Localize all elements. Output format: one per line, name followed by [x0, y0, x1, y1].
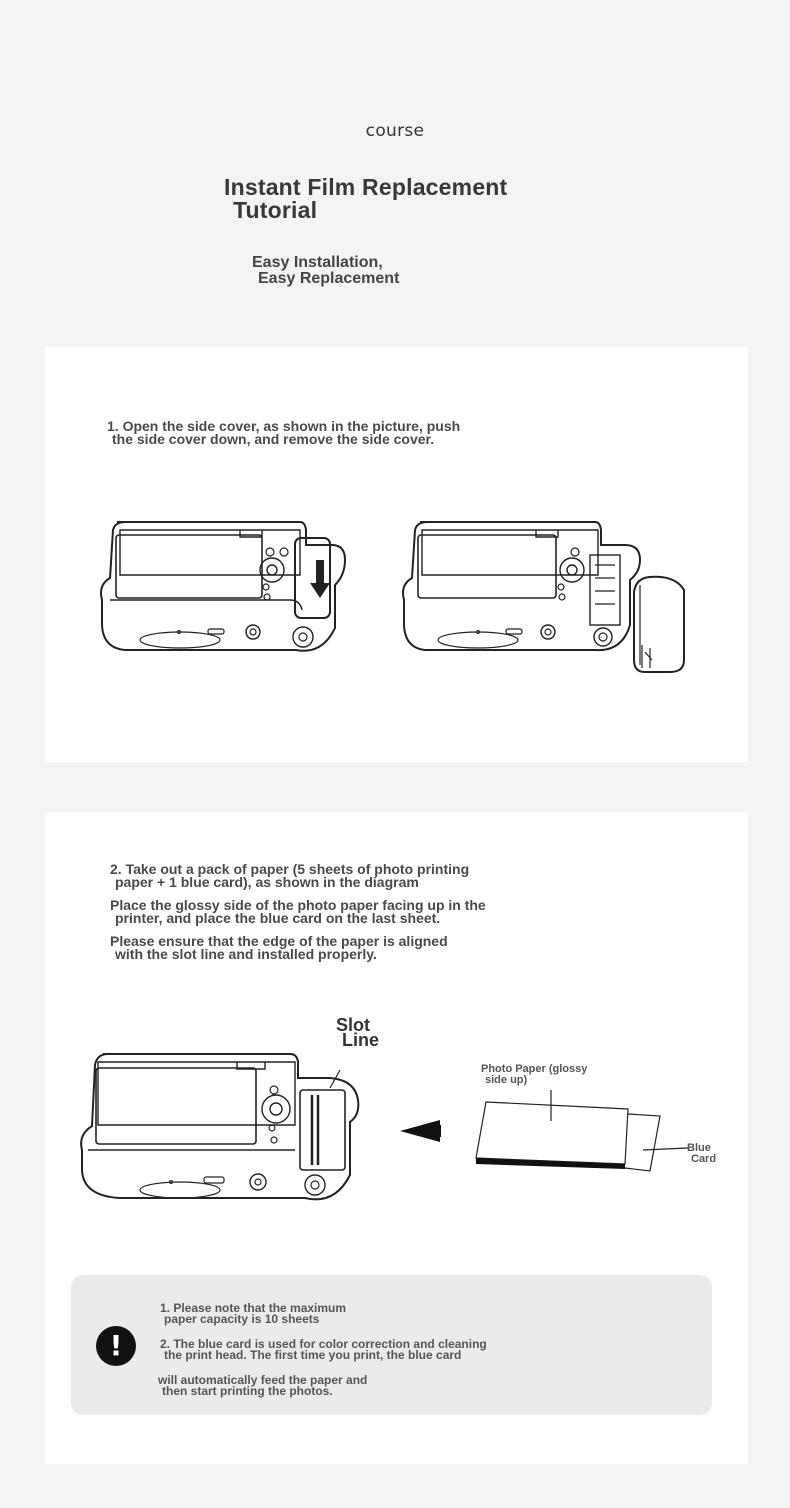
step-2-paragraph-2: Place the glossy side of the photo paper…: [110, 897, 486, 926]
step-2-p1-line-2: paper + 1 blue card), as shown in the di…: [115, 874, 419, 890]
exclamation-icon: !: [96, 1326, 136, 1366]
blue-card-line-2: Card: [691, 1153, 717, 1165]
note-3: will automatically feed the paper and th…: [158, 1373, 368, 1398]
page-title: Instant Film Replacement Tutorial: [224, 176, 507, 222]
blue-card-label: Blue Card: [687, 1143, 716, 1165]
notes-box: [71, 1275, 712, 1415]
slot-label-line-2: Line: [342, 1030, 380, 1050]
note-2-line-1: 2. The blue card is used for color corre…: [160, 1337, 487, 1351]
note-3-line-2: then start printing the photos.: [162, 1384, 333, 1398]
step-2-p3-line-2: with the slot line and installed properl…: [115, 946, 377, 962]
step-2-p2-line-1: Place the glossy side of the photo paper…: [110, 897, 486, 913]
step-2-paragraph-3: Please ensure that the edge of the paper…: [110, 933, 448, 962]
title-line-2: Tutorial: [233, 197, 318, 223]
title-line-1: Instant Film Replacement: [224, 174, 508, 200]
blue-card-line-1: Blue: [687, 1142, 711, 1154]
step-2-p2-line-2: printer, and place the blue card on the …: [115, 910, 441, 926]
step-2-p3-line-1: Please ensure that the edge of the paper…: [110, 933, 448, 949]
page-subtitle: Easy Installation, Easy Replacement: [252, 255, 399, 287]
course-label: course: [365, 121, 425, 141]
photo-paper-line-1: Photo Paper (glossy: [481, 1063, 588, 1075]
step-2-paragraph-1: 2. Take out a pack of paper (5 sheets of…: [110, 861, 470, 890]
step-1-text: 1. Open the side cover, as shown in the …: [107, 418, 461, 447]
subtitle-line-2: Easy Replacement: [258, 270, 400, 287]
note-1: 1. Please note that the maximum paper ca…: [160, 1301, 347, 1326]
photo-paper-line-2: side up): [485, 1074, 528, 1086]
step-1-card: [45, 347, 748, 762]
note-1-line-2: paper capacity is 10 sheets: [164, 1312, 320, 1326]
photo-paper-label: Photo Paper (glossy side up): [481, 1064, 587, 1086]
step-1-line-1: 1. Open the side cover, as shown in the …: [107, 418, 461, 434]
step-1-line-2: the side cover down, and remove the side…: [112, 431, 435, 447]
subtitle-line-1: Easy Installation,: [252, 254, 383, 271]
note-3-line-1: will automatically feed the paper and: [158, 1373, 368, 1387]
slot-line-label: Slot Line: [336, 1015, 380, 1050]
note-1-line-1: 1. Please note that the maximum: [160, 1301, 347, 1315]
note-2-line-2: the print head. The first time you print…: [164, 1348, 462, 1362]
slot-label-line-1: Slot: [336, 1015, 370, 1035]
step-2-p1-line-1: 2. Take out a pack of paper (5 sheets of…: [110, 861, 470, 877]
note-2: 2. The blue card is used for color corre…: [160, 1337, 487, 1362]
